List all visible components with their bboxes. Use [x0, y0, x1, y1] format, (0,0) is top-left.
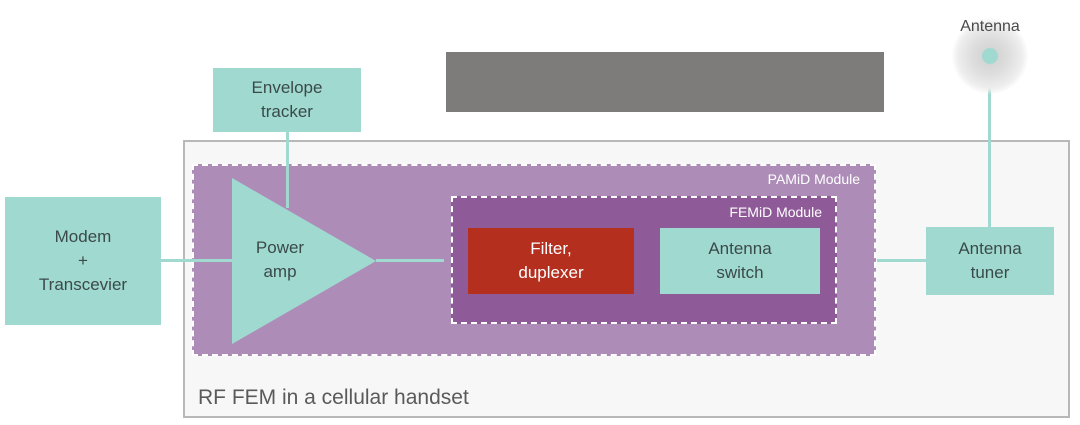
modem-to-amp-line	[161, 259, 241, 262]
envelope-tracker-block: Envelope tracker	[213, 68, 361, 132]
antenna-icon	[982, 48, 998, 64]
antenna-tuner-block: Antenna tuner	[926, 227, 1054, 295]
pamid-to-tuner-line	[877, 259, 926, 262]
envelope-to-amp-line	[286, 132, 289, 208]
filter-duplexer-block: Filter, duplexer	[468, 228, 634, 294]
femid-label: FEMiD Module	[729, 204, 822, 220]
gray-bar	[446, 52, 884, 112]
handset-label: RF FEM in a cellular handset	[198, 386, 469, 409]
amp-to-femid-line	[376, 259, 444, 262]
modem-transceiver-block: Modem + Transcevier	[5, 197, 161, 325]
pamid-label: PAMiD Module	[767, 171, 860, 187]
antenna-switch-block: Antenna switch	[660, 228, 820, 294]
power-amp-triangle	[232, 178, 376, 344]
power-amp-label: Power amp	[255, 238, 305, 281]
tuner-to-antenna-line	[988, 60, 991, 227]
antenna-label: Antenna	[960, 18, 1020, 35]
